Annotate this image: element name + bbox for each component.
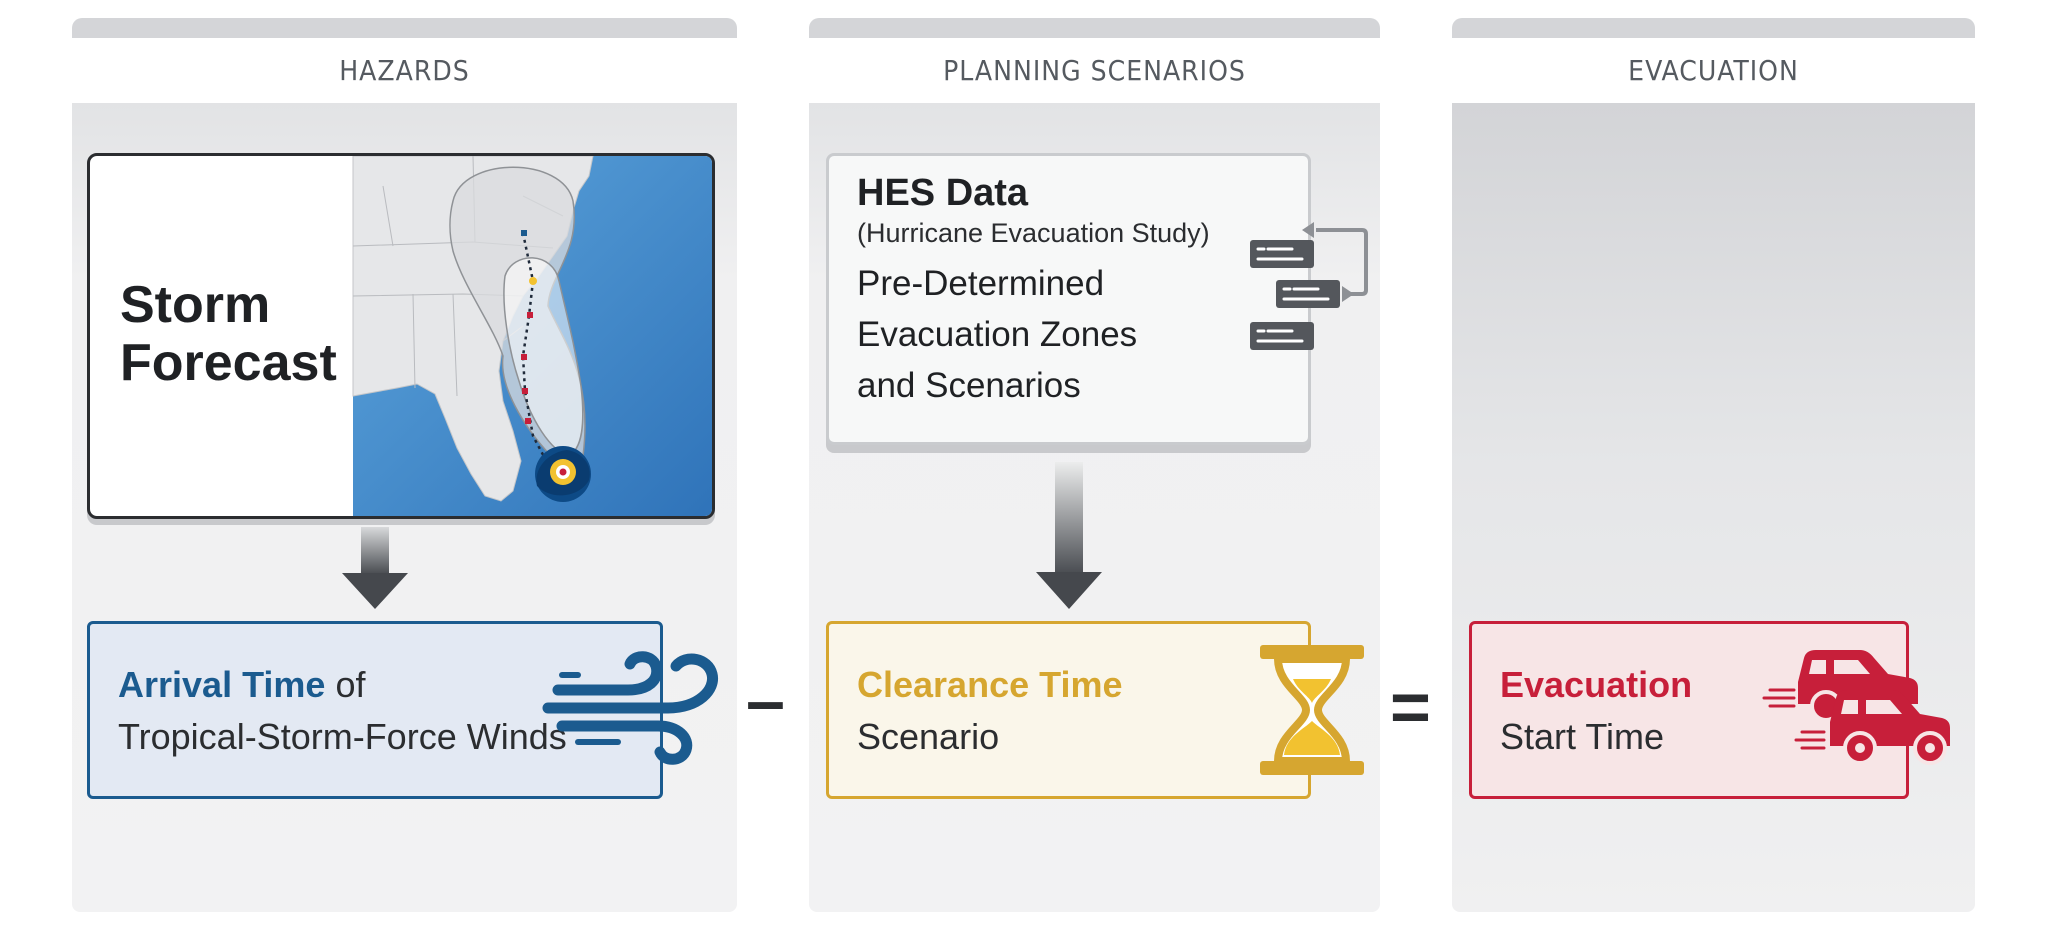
- column-cap: [72, 18, 737, 38]
- hes-data-card: HES Data (Hurricane Evacuation Study) Pr…: [826, 153, 1311, 445]
- cars-icon: [1762, 650, 1950, 765]
- evacuation-highlight: Evacuation: [1500, 664, 1693, 705]
- column-header-hazards: HAZARDS: [72, 38, 737, 103]
- clearance-subject: Scenario: [857, 716, 1000, 757]
- arrival-highlight: Arrival Time: [118, 664, 326, 705]
- wind-icon: [542, 651, 719, 765]
- hourglass-icon: [1260, 645, 1364, 775]
- equals-operator: =: [1390, 668, 1431, 746]
- storm-forecast-title: Storm Forecast: [120, 276, 337, 392]
- data-flow-icon: [1250, 222, 1368, 350]
- down-arrow-icon: [1036, 462, 1102, 609]
- column-header-planning: PLANNING SCENARIOS: [809, 38, 1380, 103]
- clearance-time-card: Clearance Time Scenario: [826, 621, 1311, 799]
- hes-subtitle: (Hurricane Evacuation Study): [857, 218, 1210, 248]
- storm-forecast-card: Storm Forecast: [87, 153, 715, 519]
- storm-forecast-line2: Forecast: [120, 334, 337, 393]
- hes-title: HES Data: [857, 172, 1029, 214]
- minus-operator: –: [746, 661, 785, 739]
- column-cap: [809, 18, 1380, 38]
- column-header-evacuation: EVACUATION: [1452, 38, 1975, 103]
- clearance-highlight: Clearance Time: [857, 664, 1123, 705]
- arrival-of: of: [325, 664, 366, 705]
- hes-line-2: Evacuation Zones: [857, 315, 1138, 354]
- arrival-heading: Arrival Time of: [118, 664, 365, 706]
- hes-line-1: Pre-Determined: [857, 264, 1105, 303]
- down-arrow-icon: [342, 527, 408, 609]
- evacuation-subject: Start Time: [1500, 716, 1665, 757]
- storm-forecast-line1: Storm: [120, 276, 271, 334]
- column-cap: [1452, 18, 1975, 38]
- hurricane-cone-map: [352, 156, 712, 516]
- hes-description: Pre-Determined Evacuation Zones and Scen…: [857, 258, 1137, 411]
- arrival-subject: Tropical-Storm-Force Winds: [118, 716, 567, 757]
- hes-line-3: and Scenarios: [857, 366, 1081, 405]
